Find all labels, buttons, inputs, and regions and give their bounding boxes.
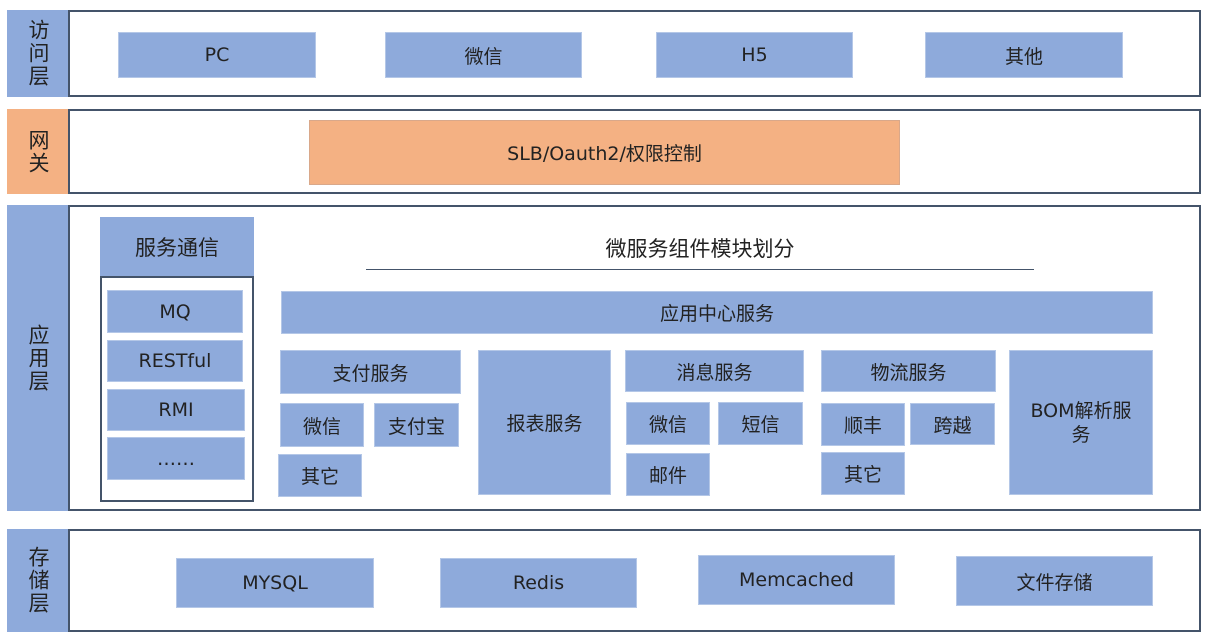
payment-other-box: 其它 <box>278 454 362 497</box>
storage-redis-box: Redis <box>440 558 637 608</box>
storage-layer-label: 存储层 <box>7 529 70 632</box>
payment-alipay-box: 支付宝 <box>374 403 459 447</box>
payment-title-box: 支付服务 <box>280 350 461 394</box>
message-title-box: 消息服务 <box>625 350 804 392</box>
logistics-sf-box: 顺丰 <box>821 403 905 446</box>
storage-file-box: 文件存储 <box>956 556 1153 606</box>
gateway-layer-label: 网关 <box>7 109 70 194</box>
gateway-box: SLB/Oauth2/权限控制 <box>309 120 900 185</box>
storage-layer-label-text: 存储层 <box>26 546 50 615</box>
gateway-layer-label-text: 网关 <box>26 128 50 175</box>
app-center-box: 应用中心服务 <box>281 291 1153 334</box>
logistics-kuayue-box: 跨越 <box>910 403 995 445</box>
communication-title: 服务通信 <box>100 217 254 278</box>
comm-mq-box: MQ <box>107 290 243 333</box>
access-pc-box: PC <box>118 32 316 78</box>
access-layer-label-text: 访问层 <box>26 19 50 88</box>
modules-title-underline <box>366 269 1034 270</box>
access-layer-label: 访问层 <box>7 10 70 97</box>
modules-title: 微服务组件模块划分 <box>605 237 795 261</box>
payment-wechat-box: 微信 <box>280 403 364 447</box>
access-h5-box: H5 <box>656 32 853 78</box>
message-wechat-box: 微信 <box>626 402 710 445</box>
storage-memcached-box: Memcached <box>698 555 895 605</box>
report-box: 报表服务 <box>478 350 611 495</box>
comm-more-box: …… <box>107 437 245 480</box>
logistics-other-box: 其它 <box>821 452 905 495</box>
access-wechat-box: 微信 <box>385 32 582 78</box>
logistics-title-box: 物流服务 <box>821 350 996 392</box>
comm-rmi-box: RMI <box>107 389 245 431</box>
message-sms-box: 短信 <box>718 402 803 445</box>
bom-box: BOM解析服务 <box>1009 350 1153 495</box>
app-layer-label-text: 应用层 <box>26 323 50 393</box>
storage-mysql-box: MYSQL <box>176 558 374 608</box>
access-other-box: 其他 <box>925 32 1123 78</box>
app-layer-label: 应用层 <box>7 205 70 511</box>
message-email-box: 邮件 <box>626 453 710 496</box>
comm-restful-box: RESTful <box>107 340 243 382</box>
